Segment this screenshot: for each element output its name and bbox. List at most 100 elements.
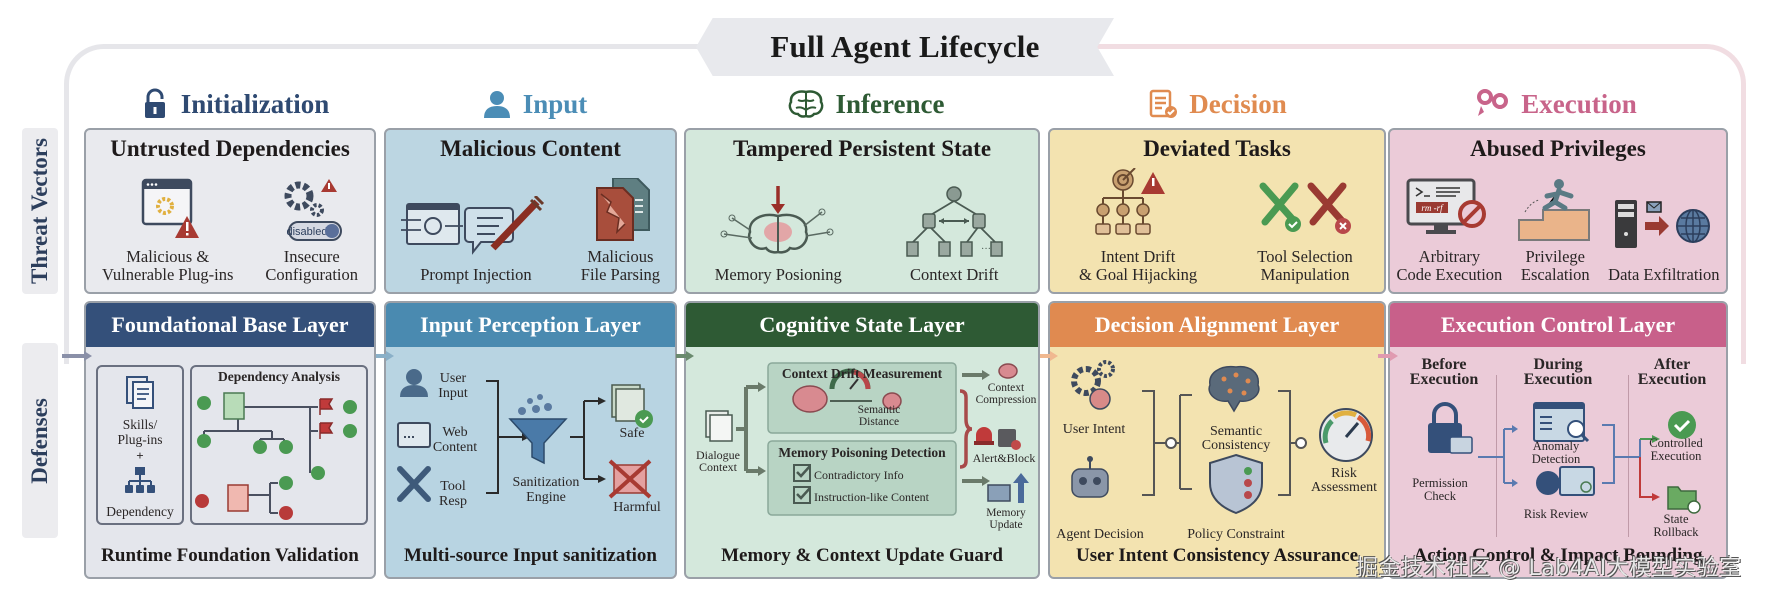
defense-card-foundational-base-layer: Foundational Base Layer Skills/ Plug-ins… <box>84 301 376 579</box>
flagged-file-icon <box>227 484 249 512</box>
stage-header-initialization: Initialization <box>84 84 384 124</box>
dependency-tree-diagram <box>195 392 357 520</box>
threat-item: rm -rf Arbitrary Code Execution <box>1396 166 1502 284</box>
arrow-icon <box>84 351 92 361</box>
gears-icon <box>1477 89 1509 116</box>
threat-title: Tampered Persistent State <box>732 136 992 161</box>
gears-head-icon <box>1071 360 1115 410</box>
brain-large-icon <box>792 385 828 413</box>
stage-header-execution: Execution <box>1386 84 1726 124</box>
defense-title: Execution Control Layer <box>1390 303 1726 347</box>
defense-footer: User Intent Consistency Assurance <box>1075 545 1358 566</box>
tree-drift-icon: ··· <box>906 186 1003 257</box>
toggle-disabled-text: disabled <box>286 226 327 238</box>
defense-card-decision-alignment-layer: Decision Alignment Layer User Intent Age… <box>1048 301 1386 579</box>
web-content-icon <box>397 422 431 448</box>
lifecycle-frame-right <box>1080 44 1746 364</box>
rollback-folder-icon <box>1667 486 1701 514</box>
stage-header-input: Input <box>384 84 684 124</box>
filter-funnel-icon <box>508 394 568 465</box>
wrenches-icon <box>1259 182 1352 234</box>
threat-item: disabled Insecure Configuration <box>265 166 358 284</box>
defense-title: Cognitive State Layer <box>686 303 1038 347</box>
threat-title: Malicious Content <box>440 136 621 161</box>
stairs-climb-icon <box>1518 179 1591 241</box>
stage-header-inference: Inference <box>684 84 1046 124</box>
threat-item: Prompt Injection <box>400 166 551 284</box>
defense-title: Decision Alignment Layer <box>1050 303 1384 347</box>
cross-icon <box>195 494 293 520</box>
threat-item: Malicious File Parsing <box>581 166 660 284</box>
risk-gauge-icon <box>1319 408 1373 462</box>
arrow-icon <box>1050 351 1058 361</box>
neural-brain-icon <box>1208 365 1260 413</box>
defense-footer: Action Control & Impact Bounding <box>1413 545 1703 566</box>
sanitization-flow-diagram <box>397 369 653 502</box>
trash-block-icon <box>998 429 1021 450</box>
threat-title: Untrusted Dependencies <box>110 136 350 161</box>
defense-title: Foundational Base Layer <box>86 303 374 347</box>
defense-title: Input Perception Layer <box>386 303 675 347</box>
lifecycle-frame-left <box>64 44 724 364</box>
threat-card-tampered-persistent-state: Tampered Persistent State Memory Posioni… <box>684 128 1040 294</box>
documents-icon <box>126 376 154 409</box>
browser-warning-icon <box>141 178 199 238</box>
threat-item: Malicious & Vulnerable Plug-ins <box>102 166 233 284</box>
arrow-icon <box>686 351 694 361</box>
threat-item: Tool Selection Manipulation <box>1255 166 1355 284</box>
server-globe-icon <box>1614 200 1710 248</box>
check-icon <box>197 396 357 490</box>
brain-arrow-icon <box>720 186 834 254</box>
watermark: 掘金技术社区 @ Lab4AI大模型实验室 <box>1356 556 1742 581</box>
syringe-chat-icon <box>400 196 544 255</box>
defense-card-input-perception-layer: Input Perception Layer User Input Web Co… <box>384 301 677 579</box>
memory-update-icon <box>987 473 1029 503</box>
dependency-analysis-panel: Dependency Analysis <box>190 365 368 525</box>
corrupted-file-icon <box>596 178 651 241</box>
arrow-icon <box>386 351 394 361</box>
safe-document-icon <box>611 384 653 428</box>
alert-siren-icon <box>974 427 994 445</box>
brain-small-icon <box>882 392 902 410</box>
brain-compression-icon <box>998 363 1018 379</box>
threat-title: Abused Privileges <box>1470 136 1646 161</box>
risk-review-icon <box>1536 466 1595 496</box>
layer-connectors <box>62 351 1398 361</box>
memory-poisoning-panel <box>767 440 957 516</box>
threat-item: Intent Drift & Goal Hijacking <box>1079 166 1197 284</box>
threat-item: Privilege Escalation <box>1515 166 1595 284</box>
threat-item: Data Exfiltration <box>1608 166 1720 284</box>
lifecycle-banner: Full Agent Lifecycle <box>696 18 1114 76</box>
threat-title: Deviated Tasks <box>1143 136 1291 161</box>
flag-icon <box>319 398 334 439</box>
command-text: rm -rf <box>1422 203 1445 213</box>
context-drift-panel <box>767 362 957 434</box>
harmful-document-icon <box>608 459 652 499</box>
threat-card-deviated-tasks: Deviated Tasks Intent Drift & Goal Hijac… <box>1048 128 1386 294</box>
lock-icon <box>144 88 165 118</box>
target-hierarchy-icon <box>1095 168 1166 235</box>
terminal-blocked-icon: rm -rf <box>1406 178 1487 234</box>
gauge-icon <box>829 368 871 390</box>
brain-icon <box>788 90 823 118</box>
defense-footer: Multi-source Input sanitization <box>403 545 657 566</box>
gears-disabled-icon: disabled <box>284 179 342 241</box>
defense-footer: Memory & Context Update Guard <box>721 545 1003 566</box>
wrench-icon <box>397 466 431 502</box>
padlock-id-icon <box>1428 402 1473 454</box>
arrow-icon <box>1390 351 1398 361</box>
threat-card-untrusted-dependencies: Untrusted Dependencies Malicious & Vulne… <box>84 128 376 294</box>
robot-icon <box>1071 456 1109 498</box>
user-icon <box>483 91 510 118</box>
execution-flow-diagram <box>1428 402 1701 514</box>
row-label-threat-vectors: Threat Vectors <box>22 128 58 294</box>
clean-file-icon <box>223 392 245 420</box>
skills-dependency-panel: Skills/ Plug-ins + Dependency <box>96 365 184 525</box>
policy-shield-icon <box>1209 453 1263 515</box>
threat-card-malicious-content: Malicious Content Prompt Injection Malic… <box>384 128 677 294</box>
user-icon <box>400 369 428 397</box>
cognitive-flow-diagram <box>705 362 1029 516</box>
controlled-check-icon <box>1668 411 1696 439</box>
anomaly-detection-icon <box>1533 402 1590 443</box>
alignment-flow-diagram <box>1071 360 1373 515</box>
